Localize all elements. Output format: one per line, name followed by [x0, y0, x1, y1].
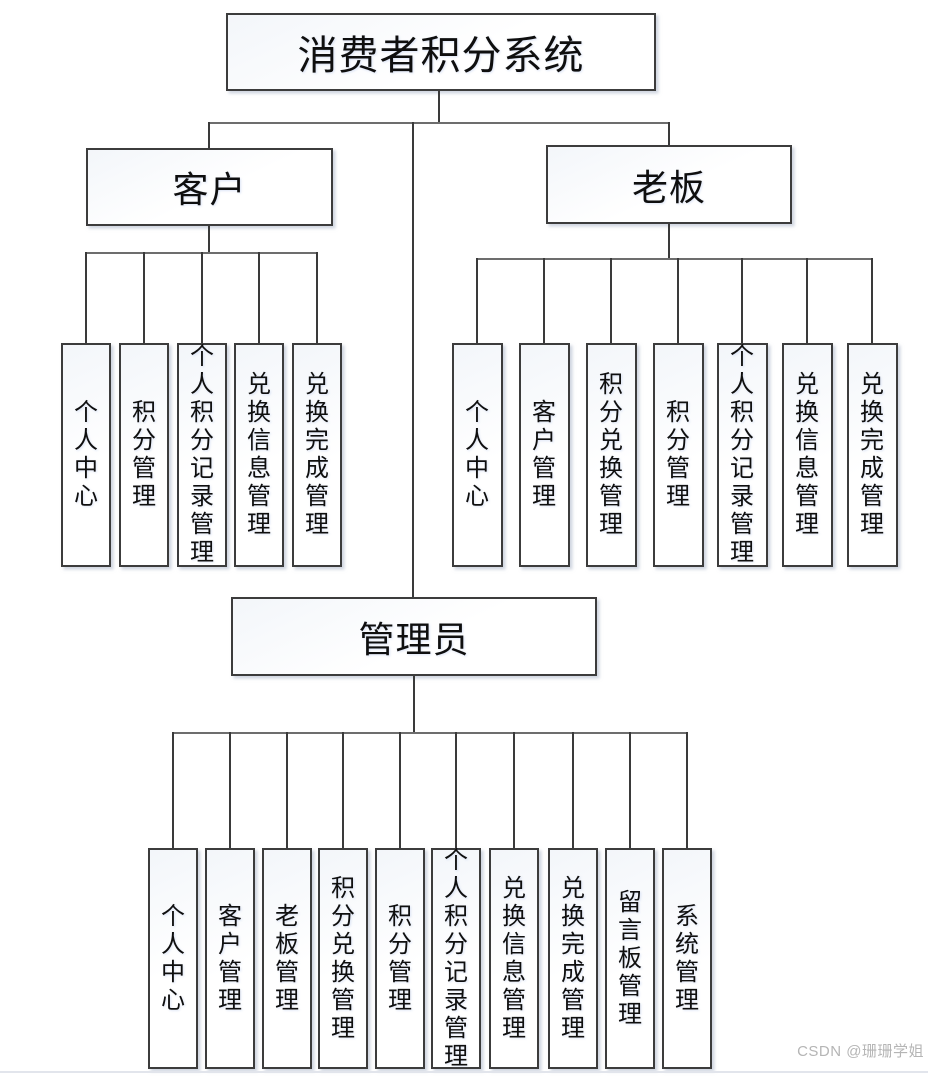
connector-leaf-drop — [172, 732, 174, 848]
connector-leaf-drop — [455, 732, 457, 848]
leaf-label: 积分兑换管理 — [599, 371, 623, 538]
connector-leaf-drop — [572, 732, 574, 848]
node-leaf: 积分管理 — [119, 343, 169, 567]
connector-leaf-drop — [258, 252, 260, 343]
connector-root-stub — [438, 91, 440, 123]
node-leaf: 兑换信息管理 — [781, 343, 833, 567]
boss-label: 老板 — [631, 166, 706, 208]
node-boss: 老板 — [546, 145, 792, 224]
leaf-label: 积分管理 — [666, 399, 690, 510]
connector-leaf-drop — [201, 252, 203, 343]
connector-leaf-drop — [686, 732, 688, 848]
node-leaf: 个人积分记录管理 — [177, 343, 227, 567]
connector-leaf-drop — [399, 732, 401, 848]
node-leaf: 个人中心 — [61, 343, 111, 567]
node-root: 消费者积分系统 — [226, 13, 656, 91]
node-leaf: 积分兑换管理 — [585, 343, 637, 567]
node-leaf: 积分兑换管理 — [318, 848, 368, 1069]
bottom-divider — [0, 1071, 928, 1073]
customer-label: 客户 — [172, 169, 247, 210]
leaf-label: 兑换信息管理 — [247, 371, 271, 538]
node-leaf: 个人积分记录管理 — [431, 846, 481, 1070]
connector-leaf-drop — [476, 258, 478, 343]
connector-branch-hline — [477, 258, 872, 260]
connector-branch-hline — [173, 732, 687, 734]
connector-branch-stub — [668, 224, 670, 258]
leaf-label: 客户管理 — [532, 399, 556, 510]
leaf-label: 个人积分记录管理 — [190, 343, 214, 566]
connector-branch-stub — [208, 226, 210, 252]
connector-leaf-drop — [543, 258, 545, 343]
node-leaf: 兑换完成管理 — [548, 848, 598, 1069]
node-customer: 客户 — [86, 148, 333, 226]
leaf-label: 兑换完成管理 — [305, 371, 329, 538]
connector-leaf-drop — [677, 258, 679, 343]
leaf-label: 积分管理 — [388, 902, 412, 1014]
node-leaf: 积分管理 — [652, 343, 704, 567]
watermark-text: CSDN @珊珊学姐 — [797, 1043, 924, 1060]
connector-leaf-drop — [286, 732, 288, 848]
connector-drop-admin — [412, 122, 414, 597]
connector-leaf-drop — [143, 252, 145, 343]
connector-leaf-drop — [610, 258, 612, 343]
connector-leaf-drop — [85, 252, 87, 343]
leaf-label: 积分管理 — [132, 399, 156, 510]
node-leaf: 兑换完成管理 — [292, 343, 342, 567]
leaf-label: 兑换信息管理 — [795, 371, 819, 538]
node-leaf: 个人积分记录管理 — [716, 343, 768, 567]
leaf-label: 系统管理 — [675, 902, 699, 1014]
leaf-label: 兑换完成管理 — [860, 371, 884, 538]
leaf-label: 个人中心 — [465, 399, 489, 510]
leaf-label: 兑换完成管理 — [561, 874, 585, 1042]
node-leaf: 留言板管理 — [605, 848, 655, 1069]
connector-leaf-drop — [316, 252, 318, 343]
connector-drop-boss — [668, 122, 670, 145]
node-admin: 管理员 — [231, 597, 597, 676]
node-leaf: 个人中心 — [148, 848, 198, 1069]
leaf-label: 留言板管理 — [618, 888, 642, 1028]
node-leaf: 个人中心 — [451, 343, 503, 567]
node-leaf: 客户管理 — [205, 848, 255, 1069]
root-label: 消费者积分系统 — [297, 34, 585, 78]
leaf-label: 老板管理 — [275, 902, 299, 1014]
node-leaf: 客户管理 — [518, 343, 570, 567]
node-leaf: 兑换信息管理 — [234, 343, 284, 567]
connector-leaf-drop — [806, 258, 808, 343]
leaf-label: 客户管理 — [218, 902, 242, 1014]
node-leaf: 兑换完成管理 — [846, 343, 898, 567]
node-leaf: 系统管理 — [662, 848, 712, 1069]
connector-leaf-drop — [342, 732, 344, 848]
connector-leaf-drop — [229, 732, 231, 848]
connector-branch-stub — [413, 676, 415, 732]
node-leaf: 老板管理 — [262, 848, 312, 1069]
leaf-label: 积分兑换管理 — [331, 874, 355, 1042]
leaf-label: 兑换信息管理 — [502, 874, 526, 1042]
leaf-label: 个人中心 — [74, 399, 98, 510]
admin-label: 管理员 — [358, 618, 470, 660]
leaf-label: 个人中心 — [161, 902, 185, 1014]
node-leaf: 兑换信息管理 — [489, 848, 539, 1069]
connector-leaf-drop — [629, 732, 631, 848]
leaf-label: 个人积分记录管理 — [444, 846, 468, 1070]
connector-leaf-drop — [871, 258, 873, 343]
connector-main-hline — [208, 122, 670, 124]
connector-drop-customer — [208, 122, 210, 148]
connector-leaf-drop — [741, 258, 743, 343]
connector-leaf-drop — [513, 732, 515, 848]
node-leaf: 积分管理 — [375, 848, 425, 1069]
leaf-label: 个人积分记录管理 — [730, 343, 754, 566]
